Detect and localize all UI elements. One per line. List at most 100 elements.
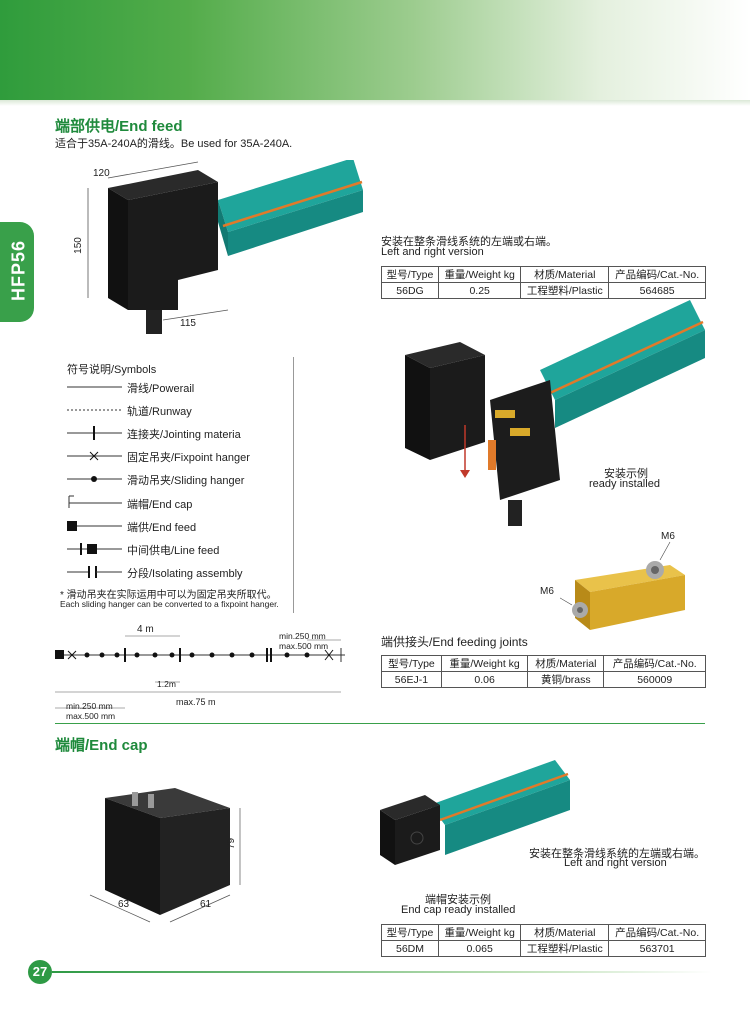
col-material: 材质/Material	[520, 924, 610, 941]
col-type: 型号/Type	[381, 655, 442, 672]
symbol-endcap: 端帽/End cap	[67, 494, 293, 512]
col-weight: 重量/Weight kg	[438, 924, 522, 941]
end-cap-install-en: Left and right version	[564, 857, 667, 869]
symbols-note-cn: * 滑动吊夹在实际运用中可以为固定吊夹所取代。	[60, 590, 277, 601]
page-number: 27	[28, 960, 52, 984]
end-feed-dim-height: 150	[72, 237, 84, 254]
end-feed-example-en: ready installed	[589, 478, 660, 490]
symbol-label: 轨道/Runway	[127, 406, 192, 418]
table-row: 56DG 0.25 工程塑料/Plastic 564685	[380, 282, 706, 299]
end-cap-drawing	[89, 788, 241, 923]
end-cap-title: 端帽/End cap	[55, 737, 148, 754]
cell-weight: 0.25	[438, 282, 522, 299]
end-feed-install-cn: 安装在整条滑线系统的左端或右端。	[381, 236, 557, 248]
end-cap-dim-width: 63	[118, 899, 130, 910]
cell-weight: 0.065	[438, 940, 522, 957]
symbol-powerail: 滑线/Powerail	[67, 378, 293, 396]
col-catno: 产品编码/Cat.-No.	[608, 924, 706, 941]
cell-type: 56DG	[380, 282, 440, 299]
cell-material: 工程塑料/Plastic	[520, 940, 610, 957]
cell-catno: 560009	[603, 671, 706, 688]
table-row: 56DM 0.065 工程塑料/Plastic 563701	[380, 940, 706, 957]
table-header-row: 型号/Type 重量/Weight kg 材质/Material 产品编码/Ca…	[380, 266, 706, 283]
jointing-symbol-icon	[67, 426, 122, 440]
linefeed-symbol-icon	[67, 543, 122, 555]
fixpoint-symbol-icon	[67, 451, 122, 461]
symbol-label: 连接夹/Jointing materia	[127, 429, 241, 441]
col-catno: 产品编码/Cat.-No.	[608, 266, 706, 283]
col-weight: 重量/Weight kg	[438, 266, 522, 283]
symbol-label: 滑动吊夹/Sliding hanger	[127, 475, 245, 487]
cell-catno: 563701	[608, 940, 706, 957]
end-cap-example-en: End cap ready installed	[401, 904, 516, 916]
symbol-label: 中间供电/Line feed	[127, 545, 220, 557]
side-tab-label: HFP56	[8, 239, 29, 302]
endfeed-symbol-icon	[67, 521, 122, 531]
layout-min-right: min.250 mm	[279, 631, 326, 641]
col-material: 材质/Material	[527, 655, 605, 672]
cell-catno: 564685	[608, 282, 706, 299]
end-cap-installed-drawing	[380, 760, 570, 865]
symbol-endfeed: 端供/End feed	[67, 517, 293, 535]
symbol-sliding: 滑动吊夹/Sliding hanger	[67, 470, 293, 488]
end-cap-dim-height: 79	[226, 837, 238, 850]
end-cap-dim-depth: 61	[200, 899, 212, 910]
header-shadow	[0, 100, 750, 106]
symbol-label: 端供/End feed	[127, 522, 197, 534]
symbol-fixpoint: 固定吊夹/Fixpoint hanger	[67, 447, 293, 465]
table-header-row: 型号/Type 重量/Weight kg 材质/Material 产品编码/Ca…	[380, 924, 706, 941]
end-cap-example-cn: 端帽安装示例	[425, 894, 491, 906]
section-divider	[55, 723, 705, 724]
bolt-label-side: M6	[540, 586, 554, 597]
end-feed-installed-drawing	[405, 300, 705, 526]
cell-weight: 0.06	[440, 671, 529, 688]
end-feed-example-cn: 安装示例	[604, 468, 648, 480]
symbol-runway: 轨道/Runway	[67, 401, 293, 419]
end-feed-drawing	[87, 160, 363, 334]
layout-max-right: max.500 mm	[279, 641, 329, 651]
layout-max-left: max.500 mm	[66, 711, 116, 721]
layout-total: max.75 m	[176, 697, 216, 707]
end-feed-dim-width: 120	[93, 168, 110, 179]
col-material: 材质/Material	[520, 266, 610, 283]
bolt-label-top: M6	[661, 531, 675, 542]
end-feed-install-en: Left and right version	[381, 246, 484, 258]
layout-gap: 1.2m	[157, 679, 176, 689]
cell-material: 工程塑料/Plastic	[520, 282, 610, 299]
footer-line	[52, 971, 712, 973]
powerail-symbol-icon	[67, 386, 122, 388]
col-catno: 产品编码/Cat.-No.	[603, 655, 706, 672]
side-tab: HFP56	[0, 222, 34, 322]
sliding-symbol-icon	[67, 476, 122, 482]
symbols-note-en: Each sliding hanger can be converted to …	[60, 599, 279, 609]
endcap-symbol-icon	[68, 495, 122, 508]
isolating-symbol-icon	[67, 566, 122, 578]
end-feed-desc: 适合于35A-240A的滑线。Be used for 35A-240A.	[55, 138, 293, 150]
symbol-label: 固定吊夹/Fixpoint hanger	[127, 452, 250, 464]
symbol-label: 滑线/Powerail	[127, 383, 195, 395]
symbols-title: 符号说明/Symbols	[67, 364, 157, 376]
layout-min-left: min.250 mm	[66, 701, 113, 711]
runway-symbol-icon	[67, 409, 122, 411]
layout-diagram	[55, 635, 345, 709]
col-weight: 重量/Weight kg	[440, 655, 529, 672]
cell-type: 56DM	[380, 940, 440, 957]
col-type: 型号/Type	[380, 266, 440, 283]
symbol-isolating: 分段/Isolating assembly	[67, 563, 293, 581]
cell-type: 56EJ-1	[381, 671, 442, 688]
feeding-joint-drawing	[560, 541, 685, 630]
table-row: 56EJ-1 0.06 黄铜/brass 560009	[381, 671, 706, 688]
symbols-box	[55, 357, 294, 613]
symbol-linefeed: 中间供电/Line feed	[67, 540, 293, 558]
layout-spacing-label: 4 m	[137, 624, 154, 635]
col-type: 型号/Type	[380, 924, 440, 941]
end-feed-title: 端部供电/End feed	[55, 118, 183, 135]
symbol-jointing: 连接夹/Jointing materia	[67, 424, 293, 442]
cell-material: 黄铜/brass	[527, 671, 605, 688]
symbol-label: 分段/Isolating assembly	[127, 568, 243, 580]
end-cap-spec-table: 型号/Type 重量/Weight kg 材质/Material 产品编码/Ca…	[380, 924, 706, 957]
header-banner	[0, 0, 750, 100]
table-header-row: 型号/Type 重量/Weight kg 材质/Material 产品编码/Ca…	[381, 655, 706, 672]
symbol-label: 端帽/End cap	[127, 499, 193, 511]
end-feed-spec-table: 型号/Type 重量/Weight kg 材质/Material 产品编码/Ca…	[380, 266, 706, 299]
